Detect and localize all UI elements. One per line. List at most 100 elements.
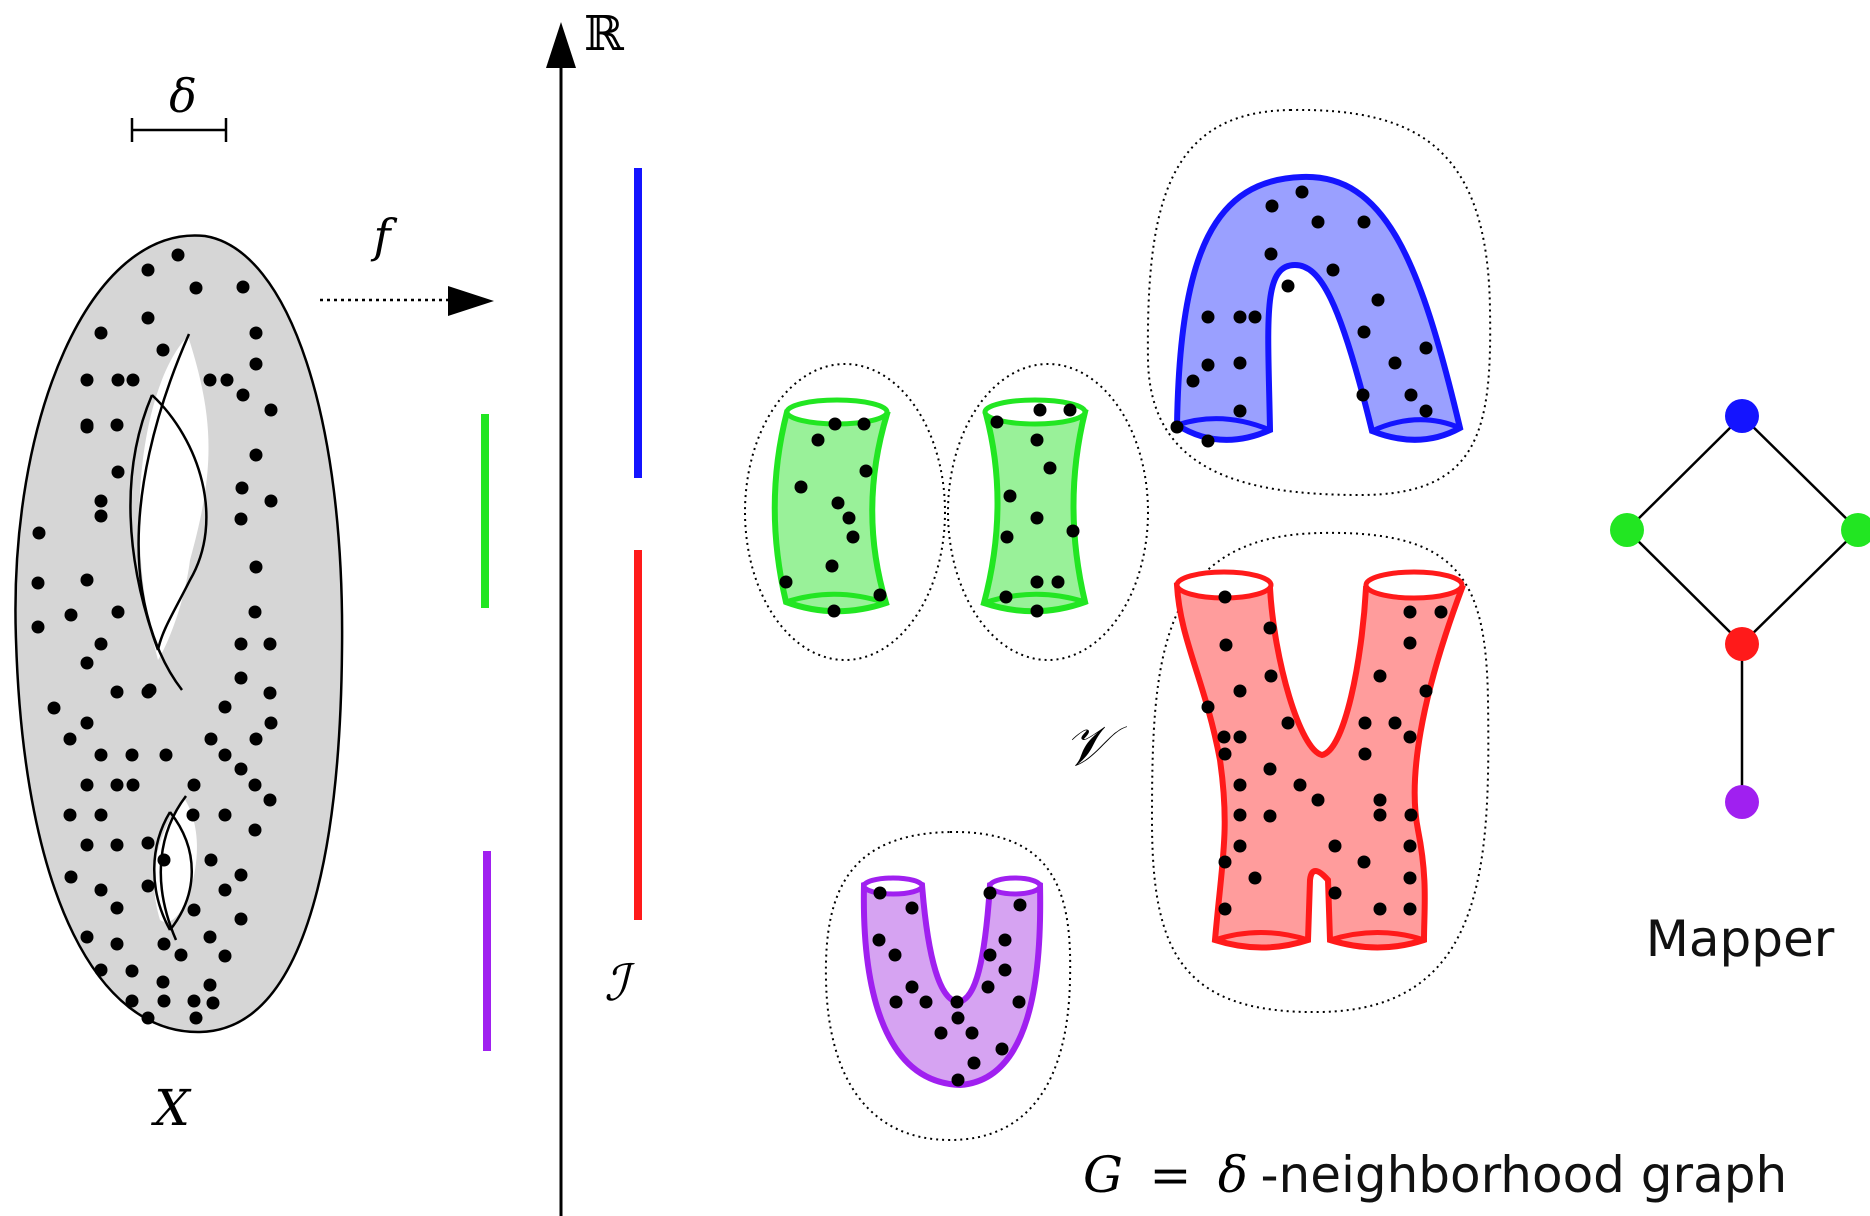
space-x-label: X bbox=[150, 1079, 192, 1137]
sample-point bbox=[32, 621, 45, 634]
sample-point bbox=[264, 794, 277, 807]
sample-point bbox=[127, 779, 140, 792]
sample-point bbox=[33, 527, 46, 540]
sample-point bbox=[221, 374, 234, 387]
sample-point bbox=[111, 902, 124, 915]
sample-point bbox=[204, 931, 217, 944]
sample-point bbox=[160, 749, 173, 762]
sample-point bbox=[207, 997, 220, 1010]
sample-point bbox=[249, 606, 262, 619]
sample-point bbox=[190, 1012, 203, 1025]
sample-point bbox=[81, 717, 94, 730]
purple-piece bbox=[826, 832, 1070, 1140]
sample-point bbox=[158, 854, 171, 867]
sample-point bbox=[111, 779, 124, 792]
sample-point bbox=[219, 884, 232, 897]
sample-point bbox=[235, 638, 248, 651]
sample-point bbox=[265, 717, 278, 730]
sample-point bbox=[250, 358, 263, 371]
sample-point bbox=[265, 404, 278, 417]
sample-point bbox=[142, 1012, 155, 1025]
sample-point bbox=[237, 281, 250, 294]
map-f-arrow bbox=[320, 286, 494, 316]
sample-point bbox=[249, 779, 262, 792]
sample-point bbox=[95, 884, 108, 897]
green-piece-right bbox=[948, 364, 1148, 660]
sample-point bbox=[204, 374, 217, 387]
sample-point bbox=[32, 577, 45, 590]
sample-point bbox=[81, 574, 94, 587]
sample-point bbox=[158, 995, 171, 1008]
space-x-surface bbox=[15, 235, 342, 1032]
sample-point bbox=[95, 510, 108, 523]
sample-point bbox=[64, 809, 77, 822]
sample-point bbox=[81, 657, 94, 670]
sample-point bbox=[95, 495, 108, 508]
sample-point bbox=[250, 733, 263, 746]
sample-point bbox=[235, 763, 248, 776]
sample-point bbox=[142, 264, 155, 277]
sample-point bbox=[250, 327, 263, 340]
real-axis-label: ℝ bbox=[584, 6, 624, 62]
sample-point bbox=[95, 638, 108, 651]
caption-delta: δ bbox=[1218, 1146, 1248, 1204]
sample-point bbox=[95, 327, 108, 340]
caption-rest: -neighborhood graph bbox=[1260, 1146, 1787, 1204]
sample-point bbox=[188, 995, 201, 1008]
sample-point bbox=[219, 950, 232, 963]
sample-point bbox=[142, 686, 155, 699]
sample-point bbox=[126, 995, 139, 1008]
sample-point bbox=[127, 374, 140, 387]
sample-point bbox=[111, 419, 124, 432]
sample-point bbox=[235, 913, 248, 926]
sample-point bbox=[265, 495, 278, 508]
mapper-node-purple bbox=[1725, 785, 1759, 819]
sample-point bbox=[190, 282, 203, 295]
sample-point bbox=[188, 904, 201, 917]
sample-point bbox=[235, 672, 248, 685]
sample-point bbox=[264, 687, 277, 700]
sample-point bbox=[235, 513, 248, 526]
clusters-label: 𝒱 bbox=[1064, 714, 1128, 779]
mapper-node-green-left bbox=[1610, 513, 1644, 547]
sample-point bbox=[250, 449, 263, 462]
sample-point bbox=[95, 964, 108, 977]
sample-point bbox=[142, 312, 155, 325]
sample-point bbox=[249, 824, 262, 837]
sample-point bbox=[204, 979, 217, 992]
sample-point bbox=[219, 749, 232, 762]
mapper-node-blue bbox=[1725, 399, 1759, 433]
sample-point bbox=[81, 779, 94, 792]
sample-point bbox=[65, 871, 78, 884]
sample-point bbox=[187, 809, 200, 822]
sample-point bbox=[95, 809, 108, 822]
blue-piece bbox=[1148, 110, 1490, 495]
mapper-label: Mapper bbox=[1646, 910, 1835, 968]
sample-point bbox=[126, 749, 139, 762]
sample-point bbox=[205, 733, 218, 746]
sample-point bbox=[112, 466, 125, 479]
sample-point bbox=[48, 702, 61, 715]
green-piece-left bbox=[745, 364, 945, 660]
sample-point bbox=[64, 733, 77, 746]
neighborhood-graph-caption: G = δ -neighborhood graph bbox=[1083, 1146, 1787, 1204]
delta-label: δ bbox=[169, 69, 197, 123]
sample-point bbox=[111, 938, 124, 951]
sample-point bbox=[81, 421, 94, 434]
mapper-graph bbox=[1610, 399, 1870, 819]
sample-point bbox=[126, 965, 139, 978]
sample-point bbox=[81, 839, 94, 852]
sample-point bbox=[111, 686, 124, 699]
sample-point bbox=[112, 374, 125, 387]
delta-scale-bar: δ bbox=[132, 69, 226, 142]
sample-point bbox=[219, 701, 232, 714]
sample-point bbox=[158, 938, 171, 951]
sample-point bbox=[111, 839, 124, 852]
cover-label: ℐ bbox=[604, 954, 635, 1012]
sample-point bbox=[175, 949, 188, 962]
sample-point bbox=[81, 931, 94, 944]
mapper-node-red bbox=[1725, 627, 1759, 661]
sample-point bbox=[157, 344, 170, 357]
sample-point bbox=[188, 779, 201, 792]
